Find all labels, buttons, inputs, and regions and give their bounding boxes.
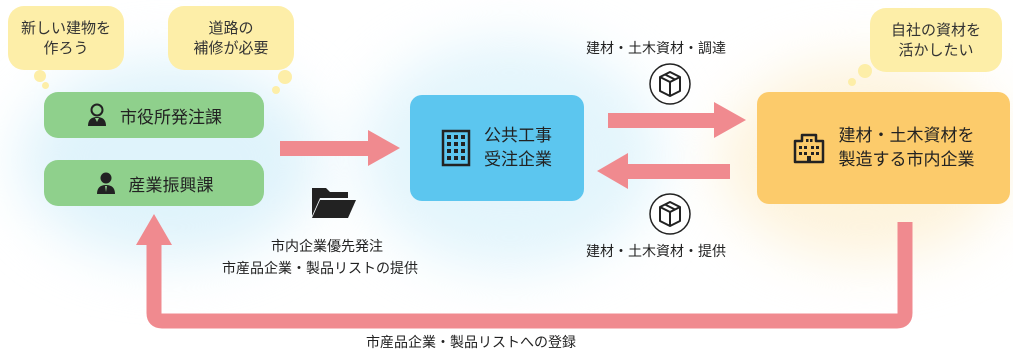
node-city-order-section: 市役所発注課 (44, 92, 264, 138)
node-industry-section: 産業振興課 (44, 160, 264, 206)
bubble-own-materials: 自社の資材を 活かしたい (870, 8, 1002, 72)
bubble-tail (278, 70, 292, 84)
node-manufacturer: 建材・土木資材を 製造する市内企業 (757, 92, 1010, 204)
bubble-tail (272, 86, 280, 94)
folder-icon (312, 188, 356, 218)
arrow-registration (136, 214, 913, 329)
node-contractor: 公共工事 受注企業 (410, 95, 584, 201)
arrow-procurement (608, 102, 746, 138)
bubble-new-building-text: 新しい建物を 作ろう (20, 19, 111, 57)
edge-label-priority-order: 市内企業優先発注 (271, 239, 383, 255)
arrow-supply (597, 153, 730, 189)
node-contractor-label: 公共工事 受注企業 (484, 126, 552, 170)
bubble-road-repair: 道路の 補修が必要 (168, 6, 294, 70)
edge-label-list-provision: 市産品企業・製品リストの提供 (222, 261, 418, 277)
person-icon (88, 103, 106, 126)
bubble-road-repair-text: 道路の 補修が必要 (193, 19, 269, 57)
node-manufacturer-label: 建材・土木資材を 製造する市内企業 (838, 126, 975, 170)
bubble-tail (34, 70, 46, 82)
office-building-icon (793, 133, 824, 164)
bubble-new-building: 新しい建物を 作ろう (8, 6, 124, 70)
person-suit-icon (96, 172, 115, 194)
node-city-order-section-label: 市役所発注課 (120, 107, 222, 128)
node-industry-section-label: 産業振興課 (128, 175, 214, 196)
bubble-tail (858, 64, 872, 78)
bubble-tail (42, 82, 49, 89)
edge-label-procurement: 建材・土木資材・調達 (586, 41, 726, 57)
edge-label-supply: 建材・土木資材・提供 (586, 244, 726, 260)
building-icon (441, 129, 471, 167)
bubble-own-materials-text: 自社の資材を 活かしたい (890, 21, 981, 59)
edge-label-registration: 市産品企業・製品リストへの登録 (366, 335, 576, 351)
arrow-order (280, 130, 400, 166)
package-icon (649, 193, 691, 235)
package-icon (649, 63, 691, 105)
bubble-tail (848, 78, 856, 86)
